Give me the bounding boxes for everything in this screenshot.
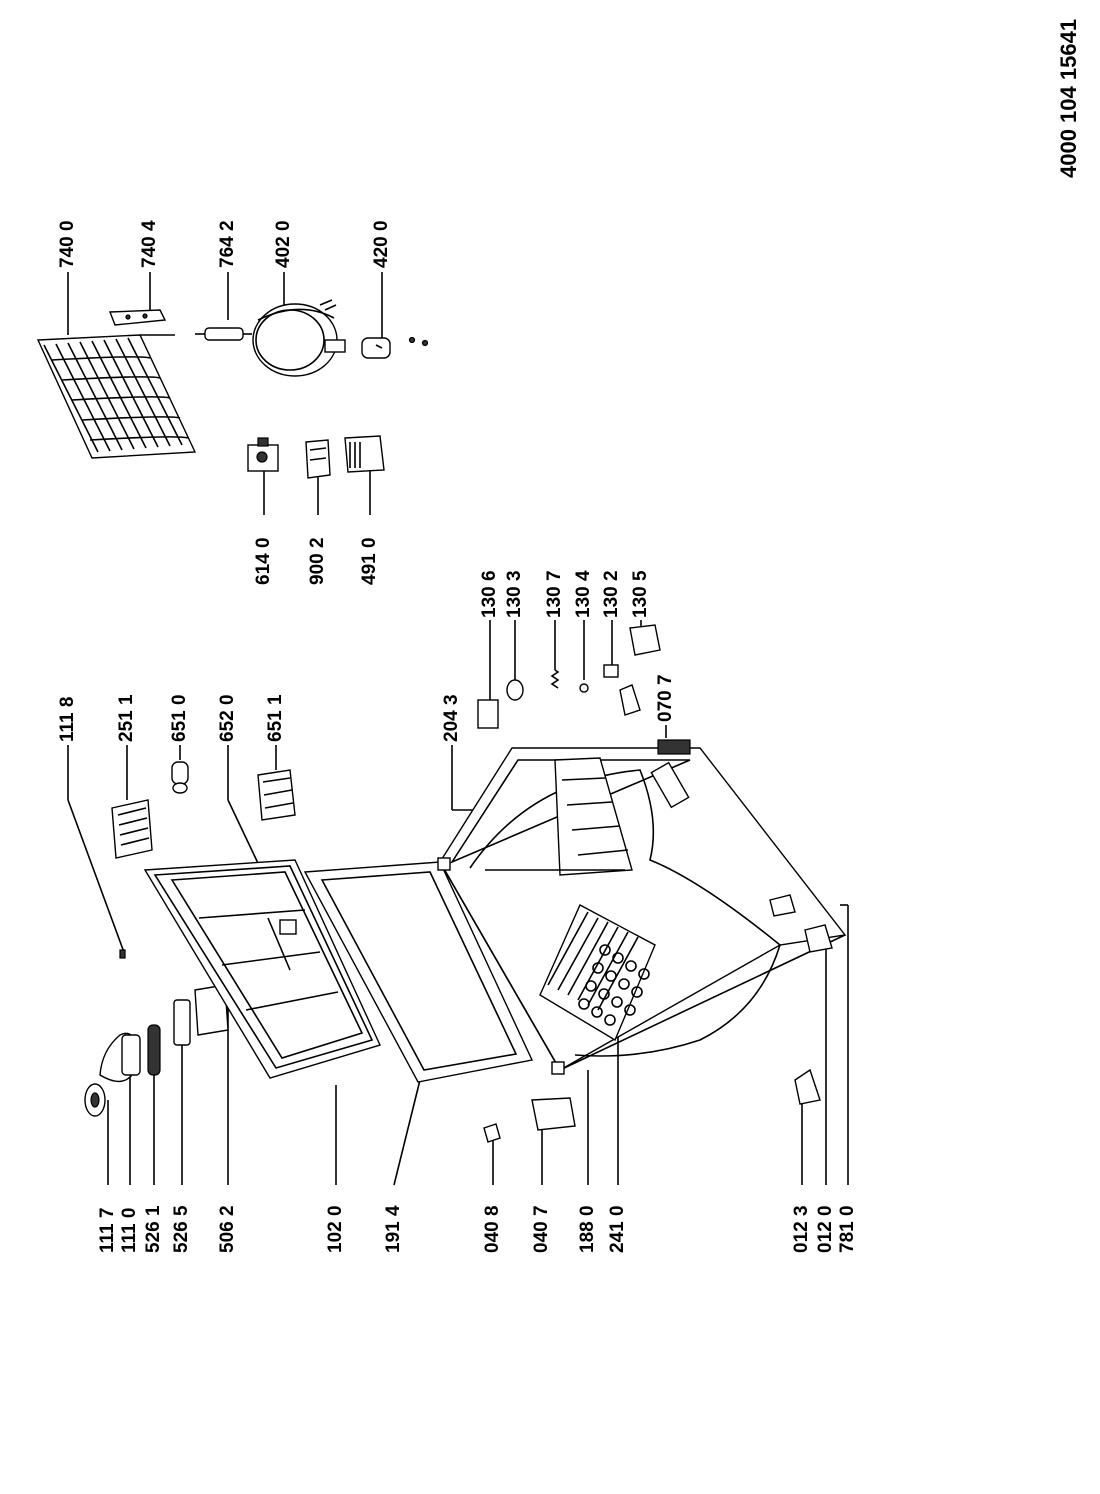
part-label-764-2: 764 2	[217, 220, 238, 268]
condenser-740-0	[36, 334, 197, 459]
part-label-111-8: 111 8	[57, 696, 78, 742]
part-label-102-0: 102 0	[325, 1205, 346, 1253]
lamp-651-0	[171, 761, 189, 794]
basket-241-0	[539, 904, 656, 1042]
lid-handle-parts	[84, 949, 229, 1117]
part-label-506-2: 506 2	[217, 1205, 238, 1253]
handle-526-1	[121, 1034, 141, 1076]
part-label-111-0: 111 0	[119, 1207, 140, 1253]
hinge-130-6	[477, 699, 499, 729]
part-label-012-0: 012 0	[815, 1205, 836, 1253]
part-label-402-0: 402 0	[273, 220, 294, 268]
part-label-526-1: 526 1	[143, 1205, 164, 1253]
lever-130-2	[619, 684, 641, 716]
part-label-740-4: 740 4	[139, 220, 160, 268]
part-label-130-3: 130 3	[504, 570, 525, 618]
part-label-130-6: 130 6	[479, 570, 500, 618]
small-parts	[477, 624, 833, 1143]
gasket-191-4	[303, 861, 534, 1083]
clip-040-8	[483, 1123, 501, 1143]
part-label-526-5: 526 5	[171, 1205, 192, 1253]
part-label-188-0: 188 0	[577, 1205, 598, 1253]
cabinet-188-0	[437, 747, 847, 1075]
electronic-board-900-2	[305, 439, 331, 479]
terminal-box-491-0	[344, 435, 385, 473]
compressor-402-0	[252, 299, 346, 377]
light-cover-251-1	[111, 799, 153, 859]
light-housing-652-0	[279, 919, 297, 935]
part-label-012-3: 012 3	[791, 1205, 812, 1253]
part-label-491-0: 491 0	[359, 537, 380, 585]
part-label-614-0: 614 0	[253, 537, 274, 585]
part-label-191-4: 191 4	[383, 1205, 404, 1253]
part-label-900-2: 900 2	[307, 537, 328, 585]
part-label-130-2: 130 2	[601, 570, 622, 618]
part-label-040-8: 040 8	[482, 1205, 503, 1253]
lid-102-0	[143, 859, 381, 1079]
part-label-652-0: 652 0	[217, 694, 238, 742]
washer-130-4	[579, 683, 589, 693]
part-label-111-7: 111 7	[97, 1207, 118, 1253]
part-label-130-4: 130 4	[573, 570, 594, 618]
grille-070-7	[657, 739, 691, 755]
spring-130-7	[550, 669, 560, 689]
spring-130-3	[506, 679, 524, 701]
thermostat-614-0	[247, 437, 279, 472]
plug-781-0	[769, 894, 796, 917]
part-label-651-1: 651 1	[265, 694, 286, 742]
part-label-420-0: 420 0	[371, 220, 392, 268]
part-label-251-1: 251 1	[116, 694, 137, 742]
hinge-012-0	[804, 924, 833, 953]
starter-relay-420-0	[361, 336, 429, 359]
part-label-740-0: 740 0	[57, 220, 78, 268]
switch-panel-651-1	[257, 769, 296, 821]
bush-130-2	[603, 664, 619, 678]
leader-191-4	[393, 1079, 421, 1186]
part-label-040-7: 040 7	[531, 1205, 552, 1253]
part-label-651-0: 651 0	[169, 694, 190, 742]
bracket-740-4	[108, 309, 167, 326]
hinge-012-3	[794, 1068, 821, 1105]
foot-040-7	[531, 1097, 576, 1131]
pin-111-8	[119, 949, 126, 959]
part-label-130-7: 130 7	[544, 570, 565, 618]
lock-body	[173, 999, 191, 1046]
document-number: 4000 104 15641	[1056, 18, 1081, 178]
part-label-781-0: 781 0	[837, 1205, 858, 1253]
part-label-204-3: 204 3	[441, 694, 462, 742]
leader-111-8-b	[67, 799, 126, 956]
lock-526-5	[147, 1024, 161, 1076]
dryer-filter-764-2	[195, 327, 252, 341]
part-label-241-0: 241 0	[607, 1205, 628, 1253]
bracket-130-5	[629, 624, 661, 656]
divider-204-3	[485, 757, 633, 876]
part-label-070-7: 070 7	[655, 674, 676, 722]
part-label-130-5: 130 5	[630, 570, 651, 618]
